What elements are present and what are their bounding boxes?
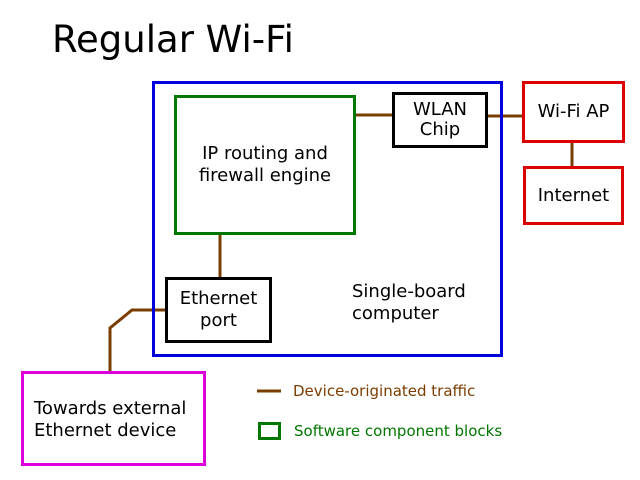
wifi-ap-label: Wi-Fi AP [537, 101, 610, 122]
single-board-computer-label-line2: computer [352, 303, 439, 324]
external-device-label: Towards external Ethernet device [34, 398, 186, 442]
wlan-chip-label-line1: WLAN [412, 99, 468, 120]
ethernet-port-label-line2: port [200, 310, 237, 331]
diagram-title: Regular Wi-Fi [52, 18, 294, 61]
ip-engine-label-line1: IP routing and [202, 143, 328, 164]
ip-engine-label: IP routing and firewall engine [177, 98, 353, 232]
internet-label: Internet [537, 184, 610, 206]
external-device-frame [21, 371, 206, 466]
wifi-ap-frame [522, 81, 625, 143]
wlan-chip-frame [392, 92, 488, 148]
legend-software-label: Software component blocks [294, 422, 503, 440]
ethernet-port-label-line1: Ethernet [179, 288, 258, 309]
ip-engine-frame [174, 95, 356, 235]
wlan-chip-label: WLAN Chip [395, 95, 485, 145]
link-ethernet-external [108, 308, 166, 373]
external-device-label-line2: Ethernet device [34, 420, 177, 441]
ethernet-port-label: Ethernet port [168, 280, 269, 340]
wlan-chip-label-line2: Chip [419, 119, 461, 140]
external-device-label-line1: Towards external [34, 398, 187, 419]
legend-traffic-label: Device-originated traffic [293, 382, 476, 400]
internet-frame [523, 166, 624, 225]
ethernet-port-frame [165, 277, 272, 343]
single-board-computer-label-line1: Single-board [352, 281, 466, 302]
single-board-computer-frame [152, 81, 503, 357]
legend-software-swatch [258, 422, 281, 440]
single-board-computer-label: Single-board computer [352, 281, 466, 325]
ip-engine-label-line2: firewall engine [198, 165, 332, 186]
